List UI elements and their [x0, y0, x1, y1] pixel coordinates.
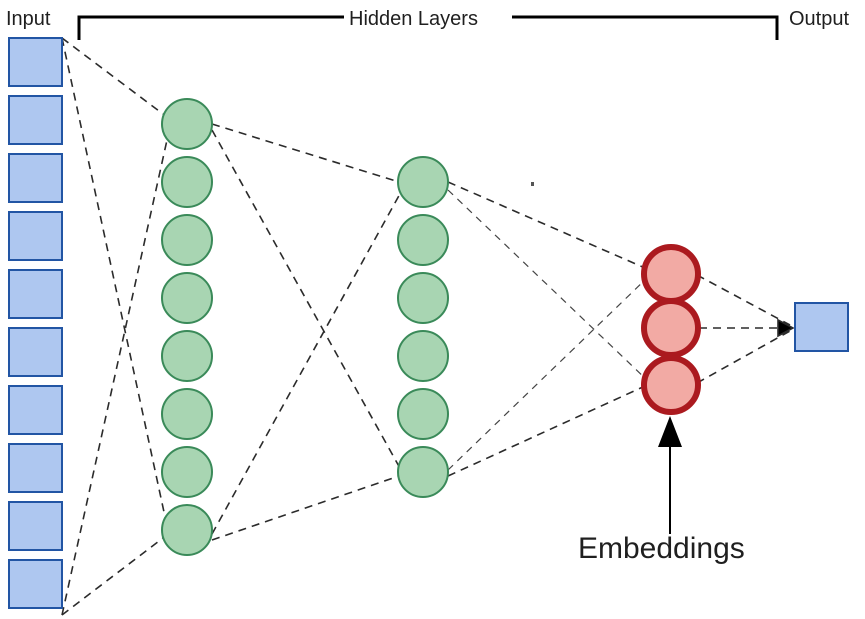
hidden-layer-2 [397, 156, 449, 498]
embedding-node [641, 355, 701, 415]
edges-embeddings-to-output [696, 274, 795, 384]
edges-input-to-hidden1 [61, 37, 168, 616]
hidden-node [161, 446, 213, 498]
edge-h2-first-to-emb-last [447, 189, 648, 381]
edge-input-bottom-to-h1-first [61, 139, 168, 616]
edge-h2-first-to-emb-first [447, 181, 646, 269]
hidden-node [161, 272, 213, 324]
hidden-node [397, 388, 449, 440]
stray-speck [531, 182, 534, 186]
input-node [8, 443, 63, 493]
input-layer [8, 37, 63, 609]
output-node [794, 302, 849, 352]
hidden-node [161, 156, 213, 208]
input-node [8, 501, 63, 551]
hidden-node [161, 388, 213, 440]
hidden-node [397, 330, 449, 382]
input-node [8, 211, 63, 261]
edge-h1-first-to-h2-last [211, 129, 402, 471]
embedding-layer [641, 244, 701, 415]
edge-h2-last-to-emb-first [447, 277, 648, 471]
input-label: Input [6, 8, 51, 30]
edge-h1-last-to-h2-first [211, 191, 402, 535]
callout-arrowhead-icon [658, 416, 682, 447]
embedding-node [641, 244, 701, 304]
bracket-right-segment [512, 15, 779, 40]
input-node [8, 95, 63, 145]
input-node [8, 385, 63, 435]
hidden-layer-1 [161, 98, 213, 556]
hidden-layers-bracket [77, 15, 779, 40]
input-node [8, 269, 63, 319]
hidden-node [397, 272, 449, 324]
input-node [8, 327, 63, 377]
hidden-layers-label: Hidden Layers [349, 8, 478, 30]
edge-h1-first-to-h2-first [211, 123, 400, 183]
output-label: Output [789, 8, 849, 30]
input-node [8, 37, 63, 87]
edge-input-bottom-to-h1-last [61, 537, 164, 616]
output-layer [794, 302, 849, 352]
input-node [8, 559, 63, 609]
hidden-node [397, 214, 449, 266]
bracket-left-segment [77, 15, 344, 40]
edge-h2-last-to-emb-last [447, 385, 646, 477]
embeddings-callout: Embeddings [578, 416, 745, 565]
edges-hidden2-to-embeddings [447, 181, 648, 477]
output-arrowhead [777, 318, 795, 338]
edge-input-top-to-h1-first [61, 37, 164, 115]
embeddings-callout-label: Embeddings [578, 532, 745, 565]
embedding-node [641, 298, 701, 358]
hidden-node [161, 330, 213, 382]
edge-emb-first-to-output [696, 274, 791, 326]
edge-h1-last-to-h2-last [211, 475, 400, 541]
edge-input-top-to-h1-last [61, 37, 168, 527]
hidden-node [161, 98, 213, 150]
hidden-node [397, 156, 449, 208]
edge-emb-last-to-output [696, 330, 791, 384]
edges-hidden1-to-hidden2 [211, 123, 402, 541]
hidden-node [161, 214, 213, 266]
hidden-node [397, 446, 449, 498]
hidden-node [161, 504, 213, 556]
input-node [8, 153, 63, 203]
